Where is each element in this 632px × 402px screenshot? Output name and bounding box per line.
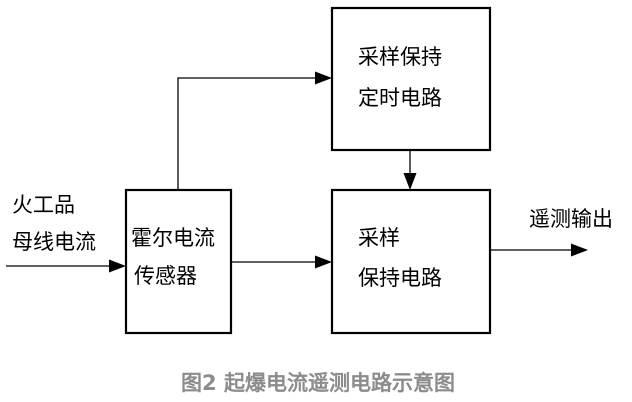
sensor-to-timing-arrowhead (315, 71, 332, 85)
sample-hold-label-line1: 采样 (358, 226, 400, 250)
timing-block-label-line1: 采样保持 (358, 45, 442, 69)
input-arrowhead (109, 259, 126, 273)
figure-caption: 图2 起爆电流遥测电路示意图 (181, 371, 455, 395)
sensor-to-sample-hold-arrowhead (315, 255, 332, 269)
timing-block-label-line2: 定时电路 (358, 86, 442, 110)
timing-to-sample-hold-arrowhead (403, 173, 417, 190)
output-arrowhead (571, 243, 588, 257)
input-label-line2: 母线电流 (12, 230, 96, 254)
sampling-timing-block (330, 6, 492, 152)
hall-current-sensor-block (124, 188, 233, 335)
hall-sensor-label-line2: 传感器 (134, 264, 197, 288)
hall-sensor-label-line1: 霍尔电流 (131, 226, 215, 250)
sample-hold-label-line2: 保持电路 (358, 266, 442, 290)
sample-hold-circuit-block (330, 188, 492, 335)
output-label: 遥测输出 (529, 207, 613, 231)
input-label-line1: 火工品 (12, 193, 75, 217)
sensor-to-timing-line (177, 77, 316, 190)
